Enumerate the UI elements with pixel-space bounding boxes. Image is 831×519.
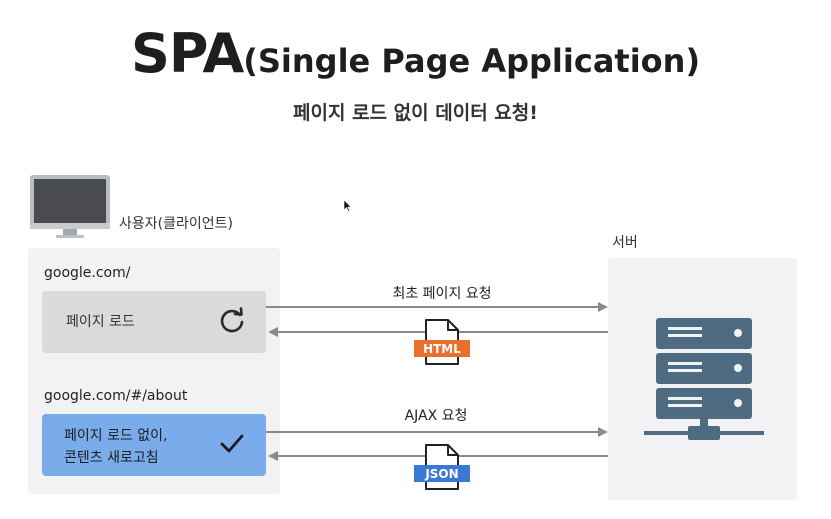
mouse-cursor-icon (344, 200, 352, 212)
client-label: 사용자(클라이언트) (119, 216, 233, 232)
content-refresh-line2: 콘텐츠 새로고침 (64, 450, 159, 466)
json-tag-label: JSON (424, 467, 458, 481)
content-refresh-line1: 페이지 로드 없이, (64, 428, 168, 444)
json-file-icon: JSON (414, 444, 470, 490)
content-refresh-box: 페이지 로드 없이, 콘텐츠 새로고침 (42, 414, 266, 476)
html-tag-label: HTML (423, 342, 461, 356)
url-root: google.com/ (44, 265, 131, 281)
server-icon (644, 318, 764, 440)
page-subtitle: 페이지 로드 없이 데이터 요청! (293, 102, 538, 124)
server-label: 서버 (612, 235, 638, 251)
page-load-text: 페이지 로드 (66, 314, 135, 330)
check-icon (220, 434, 244, 453)
title-main: SPA (130, 22, 244, 85)
url-about: google.com/#/about (44, 388, 188, 404)
page-title: SPA(Single Page Application) (0, 22, 831, 85)
first-request-label: 최초 페이지 요청 (392, 286, 492, 302)
ajax-request-label: AJAX 요청 (404, 408, 468, 424)
monitor-icon (30, 175, 110, 238)
title-sub: (Single Page Application) (243, 42, 701, 80)
content-refresh-text: 페이지 로드 없이, 콘텐츠 새로고침 (64, 425, 168, 469)
page-load-box: 페이지 로드 (42, 291, 266, 353)
reload-icon (220, 307, 244, 333)
html-file-icon: HTML (414, 319, 470, 365)
